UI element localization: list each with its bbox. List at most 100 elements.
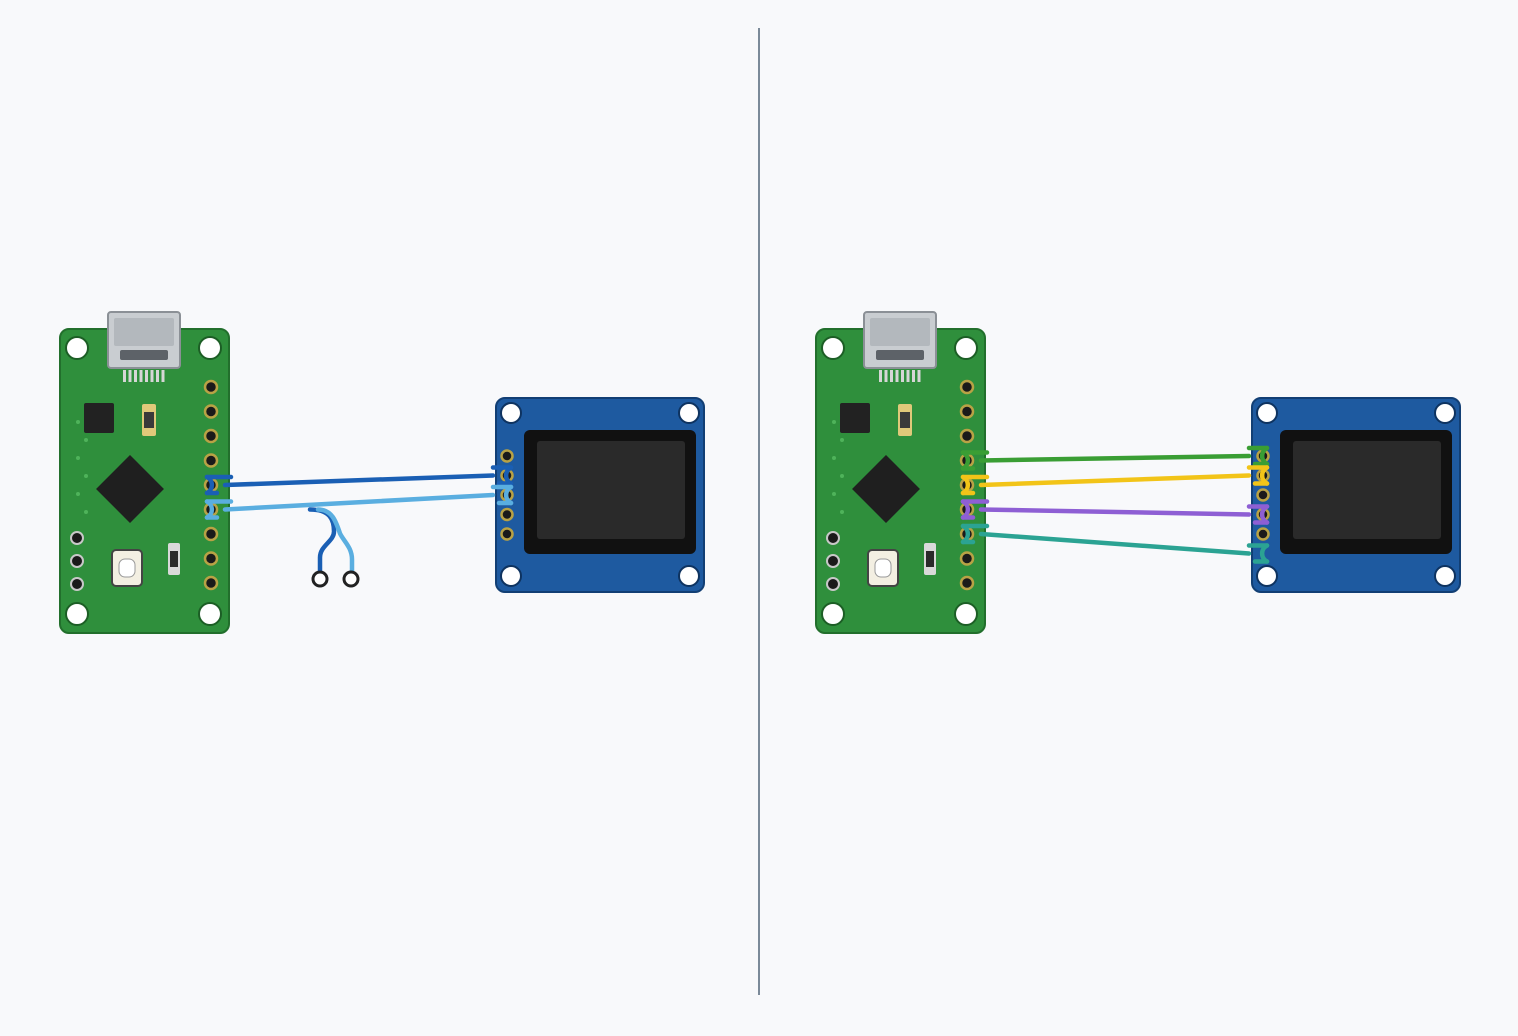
oled-screen — [537, 441, 685, 539]
led-body — [170, 551, 178, 567]
wire-teal-mcu-lead — [960, 523, 990, 545]
pullup-light — [315, 507, 355, 575]
wire-green-mcu-lead — [960, 450, 990, 471]
usb-pin — [895, 370, 899, 382]
oled-module — [495, 397, 705, 593]
wire-yellow-run — [978, 473, 1252, 488]
reset-button-cap — [118, 558, 136, 578]
usb-port-opening — [876, 350, 924, 360]
smd-dot — [840, 510, 844, 514]
wire-teal-run — [978, 531, 1252, 556]
oled-mounting-hole — [500, 565, 522, 587]
wire-scl — [204, 484, 514, 520]
usb-pin — [139, 370, 143, 382]
side-pad — [826, 554, 840, 568]
microcontroller-chip — [96, 455, 164, 523]
mcu-header-pin — [203, 526, 219, 542]
usb-pin — [901, 370, 904, 382]
oled-mounting-hole — [1256, 402, 1278, 424]
mcu-board — [59, 311, 230, 634]
smd-dot — [76, 420, 80, 424]
usb-pin — [145, 370, 148, 382]
mcu-header-pin — [959, 404, 975, 419]
wire-purple — [960, 499, 1270, 525]
capacitor-body — [144, 412, 154, 428]
oled-mounting-hole — [678, 565, 700, 587]
usb-pin — [128, 370, 132, 382]
wire-yellow-mcu-lead — [960, 474, 990, 496]
usb-pin — [912, 370, 915, 382]
side-pad — [826, 531, 840, 545]
mounting-hole — [65, 336, 89, 360]
wire-sda — [204, 465, 514, 496]
wire-sda-mcu-lead — [204, 474, 234, 496]
wire-teal-oled-lead — [1246, 543, 1270, 564]
pullup-branches — [307, 507, 360, 588]
mcu-header-pin — [203, 379, 219, 395]
oled-header-pin — [1256, 488, 1270, 502]
side-pad — [826, 577, 840, 591]
wire-scl-run — [222, 492, 496, 512]
wire-green-run — [978, 453, 1252, 463]
mounting-hole — [954, 602, 978, 626]
mcu-header-pin — [203, 551, 219, 566]
smd-dot — [832, 492, 836, 496]
oled-mounting-hole — [678, 402, 700, 424]
mcu-header-pin — [203, 404, 219, 419]
panel-right — [815, 311, 1461, 634]
usb-pin — [890, 370, 893, 382]
mounting-hole — [198, 336, 222, 360]
wire-green-oled-lead — [1246, 445, 1270, 467]
usb-shell-top — [114, 318, 174, 346]
mcu-header-pin — [959, 551, 975, 566]
mounting-hole — [821, 602, 845, 626]
capacitor-body — [900, 412, 910, 428]
smd-dot — [840, 474, 844, 478]
smd-dot — [84, 474, 88, 478]
wire-purple-mcu-lead — [960, 499, 990, 520]
usb-pin — [879, 370, 882, 382]
oled-header-pin — [500, 507, 514, 522]
side-pad — [70, 577, 84, 591]
usb-pin — [150, 370, 154, 382]
smd-dot — [840, 438, 844, 442]
usb-pin — [134, 370, 137, 382]
smd-dot — [832, 456, 836, 460]
mcu-header-pin — [203, 453, 219, 468]
mcu-header-pin — [203, 428, 219, 444]
led-body — [926, 551, 934, 567]
wire-purple-oled-lead — [1246, 504, 1270, 525]
wire-scl-oled-lead — [490, 484, 514, 506]
mcu-header-pin — [959, 575, 975, 591]
smd-dot — [76, 456, 80, 460]
wire-teal — [960, 523, 1270, 564]
usb-port-opening — [120, 350, 168, 360]
microcontroller-chip — [852, 455, 920, 523]
smd-dot — [84, 438, 88, 442]
usb-pin — [906, 370, 910, 382]
side-pad — [70, 531, 84, 545]
smd-dot — [832, 420, 836, 424]
pullup-terminal — [342, 570, 360, 588]
mcu-board — [815, 311, 986, 634]
usb-shell-top — [870, 318, 930, 346]
mounting-hole — [954, 336, 978, 360]
wire-sda-run — [222, 473, 496, 488]
oled-header-pin — [1256, 527, 1270, 541]
pullup-dark — [307, 507, 337, 575]
mcu-header-pin — [203, 575, 219, 591]
mounting-hole — [821, 336, 845, 360]
usb-pin — [156, 370, 159, 382]
panel-left — [59, 311, 705, 634]
wire-sda-oled-lead — [490, 465, 514, 486]
mounting-hole — [198, 602, 222, 626]
mounting-hole — [65, 602, 89, 626]
oled-header-pin — [500, 449, 514, 463]
oled-mounting-hole — [1434, 565, 1456, 587]
usb-pin — [917, 370, 921, 382]
wire-yellow — [960, 465, 1270, 496]
wire-yellow-oled-lead — [1246, 465, 1270, 486]
oled-mounting-hole — [500, 402, 522, 424]
